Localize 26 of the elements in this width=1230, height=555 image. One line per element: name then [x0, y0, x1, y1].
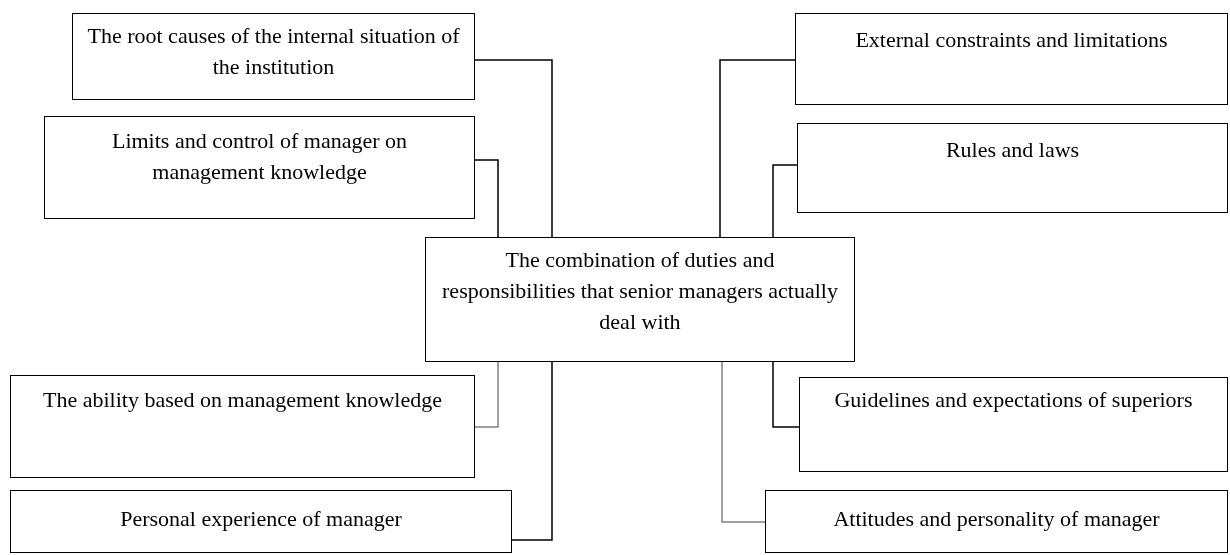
connector-line: [721, 361, 766, 523]
box-text: Personal experience of manager: [120, 505, 402, 533]
text-box: [10, 490, 512, 553]
box-text: The root causes of the internal situation of the institution: [86, 22, 461, 81]
text-box: [797, 123, 1228, 213]
text-box: [765, 490, 1228, 553]
box-text: Attitudes and personality of manager: [833, 505, 1160, 533]
box-text: Limits and control of manager on management knowledge: [110, 127, 409, 186]
text-box: [10, 375, 475, 478]
connector-line: [511, 361, 553, 541]
text-box: [795, 13, 1228, 105]
connector-line: [474, 361, 499, 428]
box-text: The ability based on management knowledge: [43, 386, 442, 414]
connector-line: [719, 59, 796, 238]
box-text: External constraints and limitations: [855, 26, 1168, 54]
connector-line: [474, 159, 499, 238]
box-text: Guidelines and expectations of superiors: [834, 386, 1193, 414]
text-box: [799, 377, 1228, 472]
connector-line: [772, 361, 800, 428]
text-box: [425, 237, 855, 362]
box-text: The combination of duties and responsibilities that senior managers actually deal with: [441, 246, 839, 336]
connector-line: [474, 59, 553, 238]
text-box: [44, 116, 475, 219]
connector-line: [772, 164, 798, 238]
text-box: [72, 13, 475, 100]
box-text: Rules and laws: [945, 136, 1080, 164]
